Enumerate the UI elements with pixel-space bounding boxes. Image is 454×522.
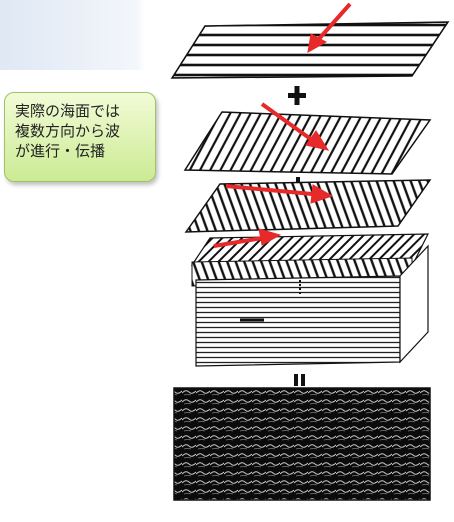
wave-layer-3 — [184, 179, 432, 233]
callout-line-3: が進行・伝播 — [15, 142, 106, 160]
callout-line-1: 実際の海面では — [15, 102, 121, 120]
callout-line-2: 複数方向から波 — [15, 122, 121, 140]
red-arrow-icon — [225, 184, 334, 204]
combined-wave-block — [191, 244, 429, 367]
sea-surface-image — [173, 387, 431, 501]
red-arrow-icon — [260, 102, 330, 151]
red-arrow-icon — [213, 228, 282, 248]
equals-icon — [294, 374, 305, 386]
explanation-callout: 実際の海面では 複数方向から波 が進行・伝播 — [4, 92, 156, 182]
plus-icon — [288, 86, 306, 105]
red-arrow-icon — [307, 2, 352, 53]
